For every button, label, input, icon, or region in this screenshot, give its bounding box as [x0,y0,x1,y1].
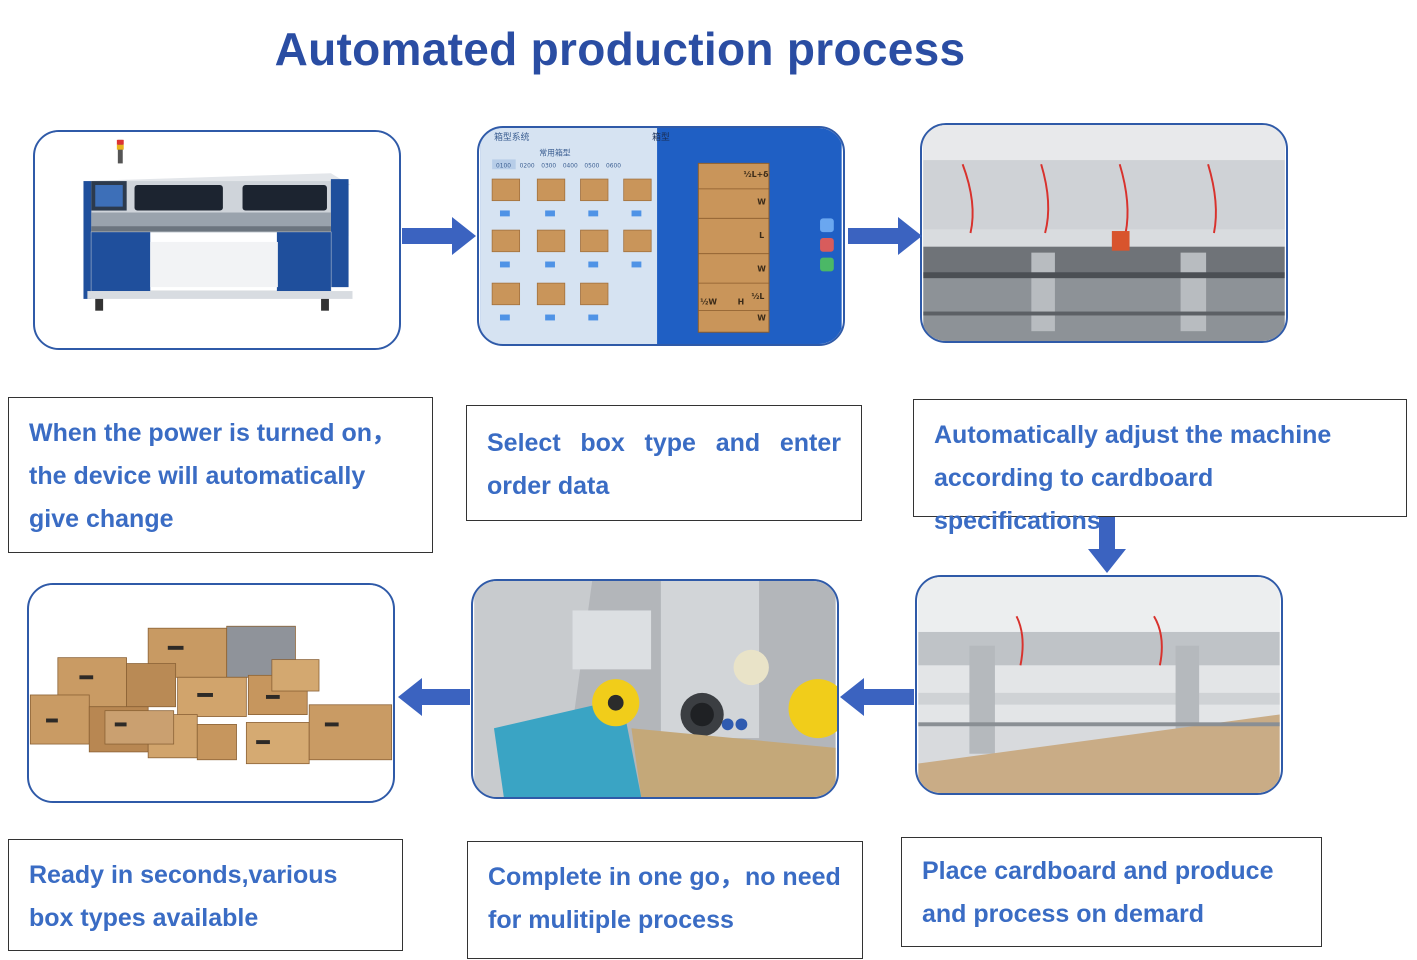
diagram-label-1: W [757,198,766,207]
diagram-label-6: ½L [751,291,764,301]
rollers-photo [471,579,839,799]
arrow-left-2-icon [398,678,470,716]
touchscreen-photo: 箱型系统 箱型 常用箱型 0100 0200 0300 0400 0500 06… [477,126,845,346]
diagram-label-0: ½L+δ [743,169,769,179]
step-3-caption: Automatically adjust the machine accordi… [913,399,1407,535]
diagram-label-4: ½W [700,297,717,307]
diagram-label-7: W [757,313,766,322]
machine-photo [33,130,401,350]
arrow-left-1-icon [840,678,914,716]
screen-tab-0: 0100 [496,163,511,169]
screen-tab-1: 0200 [520,163,535,169]
page-title: Automated production process [274,23,966,75]
arrow-down-icon [1088,515,1126,573]
screen-tab-2: 0300 [541,163,556,169]
screen-header: 箱型系统 [494,131,529,143]
step-2-caption: Select box type and enter order data [466,405,862,521]
step-6-caption: Ready in seconds,various box types avail… [8,839,403,951]
screen-subtitle: 常用箱型 [539,147,571,157]
screen-tab-3: 0400 [563,163,578,169]
arrow-right-2-icon [848,217,922,255]
diagram-label-3: W [757,264,766,273]
screen-panel-title: 箱型 [652,131,670,143]
screen-tab-5: 0600 [606,163,621,169]
diagram-label-5: H [738,298,745,307]
machine-adjustment-photo [920,123,1288,343]
boxes-photo [27,583,395,803]
screen-tab-4: 0500 [584,163,599,169]
step-1-caption: When the power is turned on，the device w… [8,397,433,553]
step-4-caption: Place cardboard and produce and process … [901,837,1322,947]
cardboard-feeding-photo [915,575,1283,795]
arrow-right-1-icon [402,217,476,255]
step-5-caption: Complete in one go，no need for mulitiple… [467,841,863,959]
diagram-label-2: L [759,231,764,240]
